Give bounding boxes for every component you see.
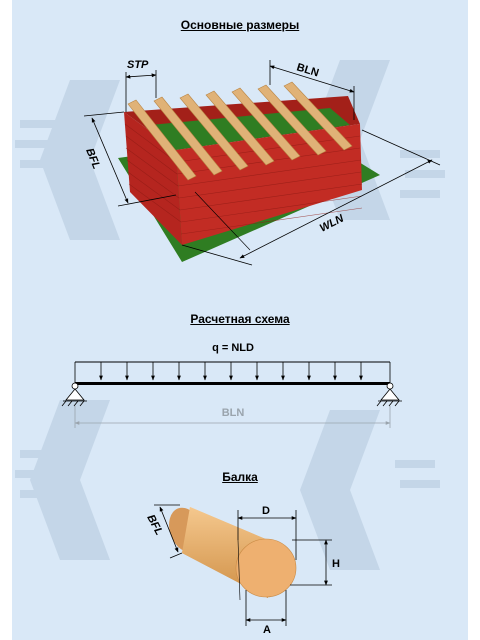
wln-dimension-line xyxy=(239,159,433,259)
wall-interior-floor xyxy=(150,108,350,150)
left-support xyxy=(61,382,87,407)
house-3d-figure: STP BLN BFL WLN xyxy=(83,59,441,266)
log-bfl-dimension-line xyxy=(159,506,179,553)
stp-dimension-line xyxy=(125,73,157,79)
right-support xyxy=(376,382,402,407)
h-label: H xyxy=(332,558,340,570)
heading-beam: Балка xyxy=(222,470,258,484)
log-bfl-label: BFL xyxy=(144,513,165,538)
log-cross-section xyxy=(235,538,297,598)
bln-dimension-line xyxy=(269,65,355,93)
joist xyxy=(231,87,301,161)
d-label: D xyxy=(262,505,270,517)
beam-line xyxy=(75,382,390,385)
load-arrows xyxy=(99,362,363,381)
heading-scheme: Расчетная схема xyxy=(190,312,290,326)
stp-label: STP xyxy=(127,59,149,71)
span-label: BLN xyxy=(222,407,245,419)
load-label: q = NLD xyxy=(212,342,254,354)
log-figure: D H A BFL xyxy=(144,504,340,636)
bfl-dimension-line xyxy=(91,117,129,204)
beam-scheme: q = NLD xyxy=(61,342,402,428)
joist xyxy=(153,96,223,176)
heading-dimensions: Основные размеры xyxy=(180,18,300,32)
joist xyxy=(257,84,327,156)
a-label: A xyxy=(263,624,271,636)
bln-label: BLN xyxy=(295,61,320,79)
floor-joists xyxy=(127,81,353,181)
joist xyxy=(127,99,197,181)
